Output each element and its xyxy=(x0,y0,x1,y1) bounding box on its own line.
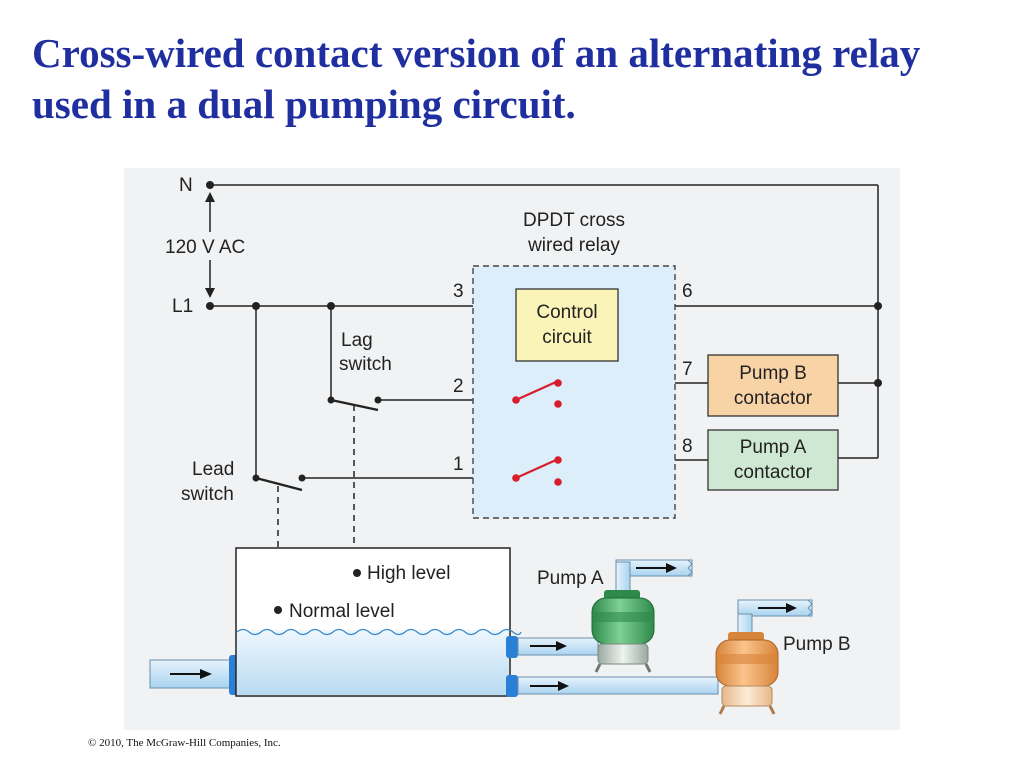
normal-level-label: Normal level xyxy=(289,601,395,622)
high-level-point xyxy=(353,569,361,577)
supply-voltage-label: 120 V AC xyxy=(165,237,245,258)
water-surface xyxy=(236,628,522,636)
outlet-b-flange xyxy=(506,675,518,697)
pipe-to-pump-b xyxy=(517,676,719,695)
normal-level-point xyxy=(274,606,282,614)
pipe-b-arrow-icon xyxy=(530,681,569,691)
pump-a-label: Pump A xyxy=(537,568,604,589)
pump-b-contactor-label-line1: Pump B xyxy=(739,363,807,384)
relay-contacts xyxy=(512,379,562,486)
pin-2-label: 2 xyxy=(453,376,464,397)
pin-3-label: 3 xyxy=(453,281,464,302)
tank-water xyxy=(237,630,509,695)
inlet-arrow-icon xyxy=(170,669,212,679)
voltage-arrows xyxy=(205,192,215,298)
pin-8-label: 8 xyxy=(682,436,693,457)
pump-b-icon xyxy=(715,632,779,715)
pump-b-contactor-box xyxy=(707,354,839,417)
lag-switch-label-line1: Lag xyxy=(341,330,373,351)
high-level-label: High level xyxy=(367,563,450,584)
lead-switch-contact xyxy=(255,474,306,492)
pump-a-contactor-label-line2: contactor xyxy=(734,462,813,483)
slide-title: Cross-wired contact version of an altern… xyxy=(32,30,921,127)
pump-a-icon xyxy=(591,590,655,673)
control-circuit-label-line1: Control xyxy=(536,302,597,323)
relay-title-line1: DPDT cross xyxy=(523,210,625,231)
lead-switch-label-line1: Lead xyxy=(192,459,234,480)
lag-switch-label-line2: switch xyxy=(339,354,392,375)
pump-a-contactor-box xyxy=(707,429,839,491)
pipe-a-arrow-icon xyxy=(530,641,567,651)
pump-b-label: Pump B xyxy=(783,634,851,655)
control-circuit-box xyxy=(515,288,619,362)
pump-b-contactor-label-line2: contactor xyxy=(734,388,813,409)
pin-7-label: 7 xyxy=(682,359,693,380)
lead-switch-label-line2: switch xyxy=(181,484,234,505)
outlet-a-flange xyxy=(506,636,518,658)
terminal-n-label: N xyxy=(179,175,193,196)
pin-1-label: 1 xyxy=(453,454,464,475)
copyright-notice: © 2010, The McGraw-Hill Companies, Inc. xyxy=(88,737,281,749)
terminal-l1-label: L1 xyxy=(172,296,193,317)
pin-6-label: 6 xyxy=(682,281,693,302)
pump-a-contactor-label-line1: Pump A xyxy=(740,437,807,458)
relay-title-line2: wired relay xyxy=(527,235,620,256)
control-circuit-label-line2: circuit xyxy=(542,327,592,348)
